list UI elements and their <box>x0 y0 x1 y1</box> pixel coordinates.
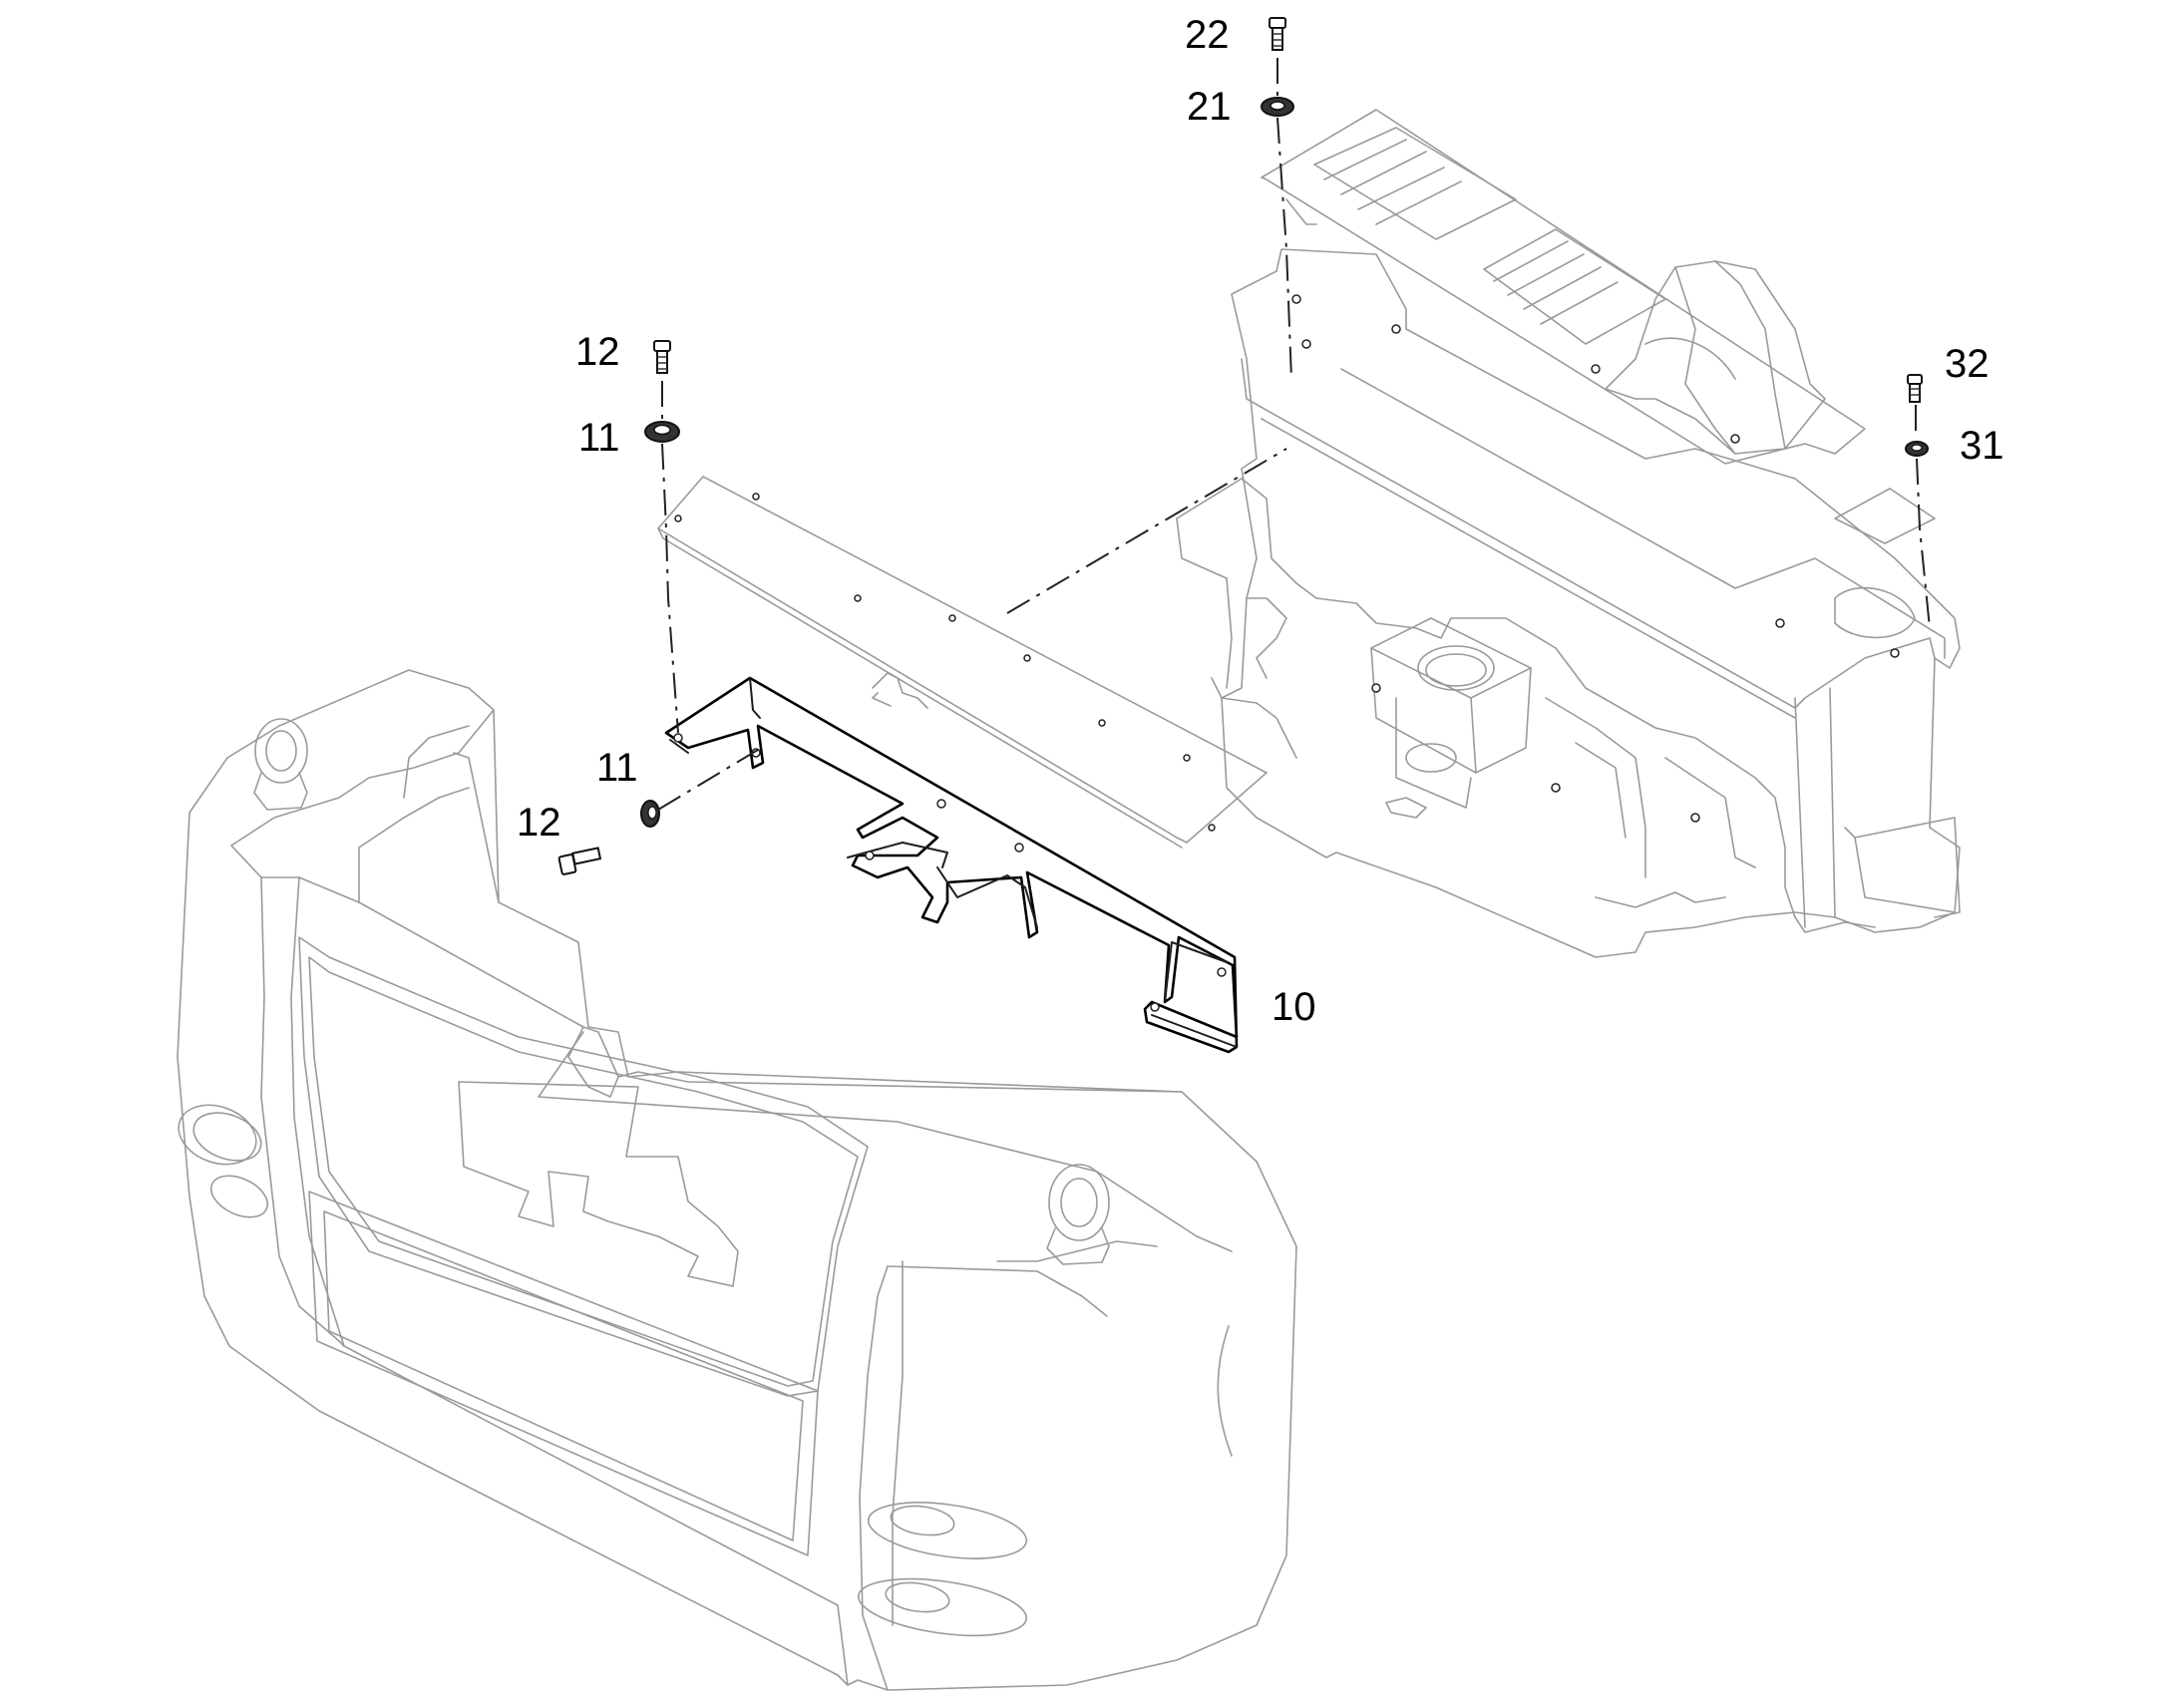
bolt-32-icon <box>1907 374 1923 403</box>
callout-12-top: 12 <box>575 330 620 374</box>
callouts: 22 21 12 11 32 31 11 12 10 <box>517 13 2004 1029</box>
washer-11-side-icon <box>640 800 660 828</box>
callout-11-top: 11 <box>578 416 620 460</box>
louvres <box>1313 127 1666 345</box>
lifting-eye-right-icon <box>996 1164 1158 1265</box>
bolt-12-top-icon <box>653 340 671 374</box>
callout-21: 21 <box>1187 85 1232 129</box>
washer-21-icon <box>1261 97 1294 117</box>
washer-31-icon <box>1905 441 1929 457</box>
callout-10: 10 <box>1272 985 1316 1029</box>
lifting-eye-left-icon <box>253 718 308 811</box>
counterweight <box>177 669 1297 1691</box>
callout-32: 32 <box>1945 342 1990 386</box>
callout-31: 31 <box>1960 424 2004 468</box>
washer-11-top-icon <box>644 421 680 443</box>
callout-12-side: 12 <box>517 801 561 845</box>
callout-11-side: 11 <box>596 746 638 790</box>
bolt-22-icon <box>1269 17 1286 51</box>
cover-plate <box>657 476 1268 849</box>
callout-22: 22 <box>1185 13 1230 57</box>
bolt-12-side-icon <box>557 847 602 875</box>
bracket-part-10 <box>664 676 1239 1054</box>
chassis-frame <box>1176 109 1961 958</box>
leader-lines <box>657 58 1931 811</box>
